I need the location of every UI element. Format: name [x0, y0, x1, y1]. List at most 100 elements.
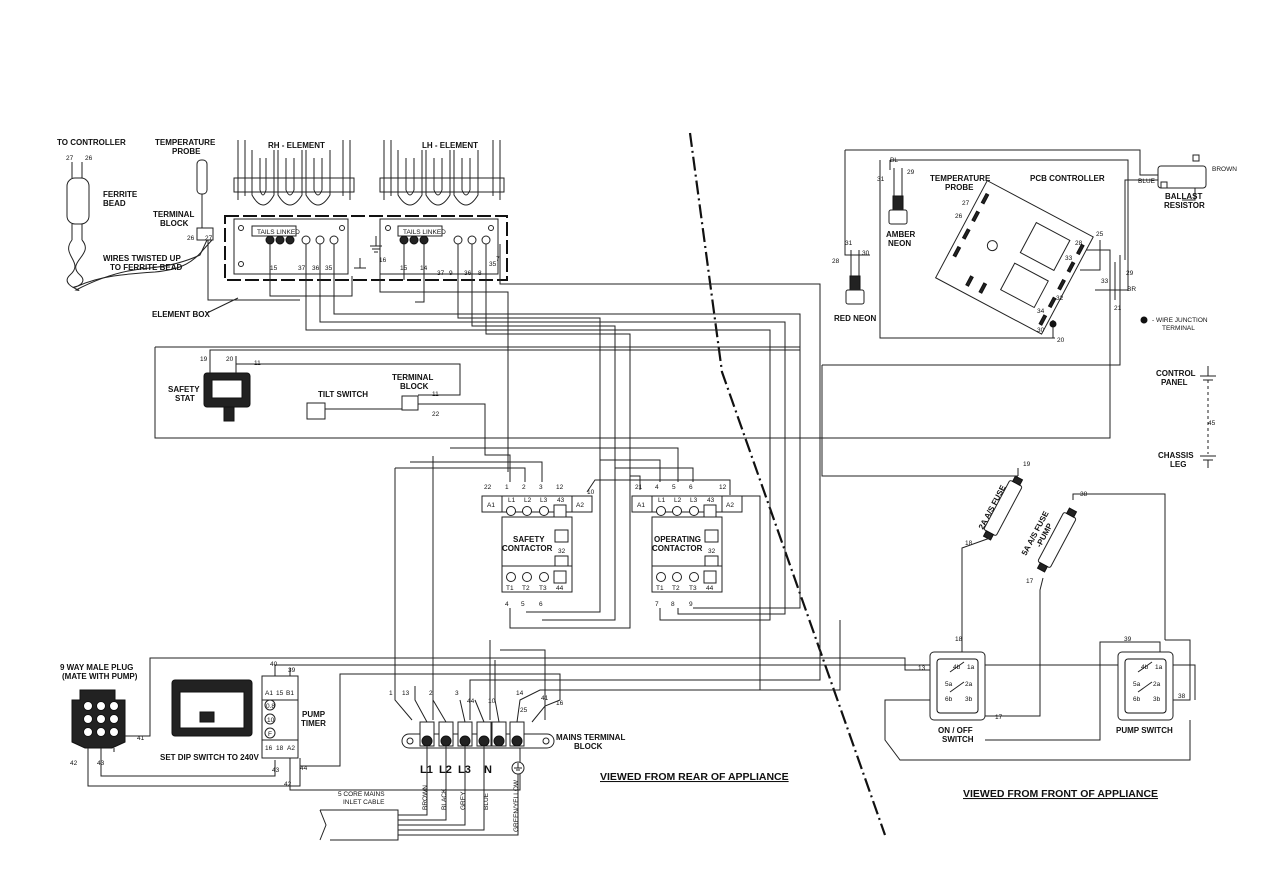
svg-text:30: 30	[1037, 327, 1045, 334]
svg-text:2a: 2a	[965, 681, 973, 688]
svg-text:16: 16	[379, 257, 387, 264]
contactor-wiring	[394, 447, 761, 721]
lh-element-label: LH - ELEMENT	[422, 141, 478, 150]
red-neon-icon	[849, 275, 861, 291]
svg-text:6: 6	[689, 484, 693, 491]
svg-text:T2: T2	[522, 585, 530, 592]
svg-text:27: 27	[962, 200, 970, 207]
svg-text:5a: 5a	[1133, 681, 1141, 688]
svg-text:A2: A2	[287, 745, 295, 752]
svg-text:8: 8	[478, 270, 482, 277]
svg-text:L3: L3	[690, 497, 698, 504]
ferrite-bead-icon	[66, 177, 90, 225]
view-divider-line	[688, 132, 887, 836]
svg-text:3b: 3b	[965, 696, 973, 703]
ballast-resistor-icon	[1157, 165, 1207, 189]
svg-text:21: 21	[1114, 305, 1122, 312]
svg-text:39: 39	[288, 667, 296, 674]
svg-text:BLUE: BLUE	[483, 792, 490, 810]
terminal-block-icon	[196, 227, 214, 241]
mains-wiring	[319, 620, 841, 841]
svg-text:L2: L2	[524, 497, 532, 504]
svg-text:18: 18	[965, 540, 973, 547]
svg-text:10: 10	[488, 698, 496, 705]
svg-text:A1: A1	[637, 502, 645, 509]
svg-text:17: 17	[995, 714, 1003, 721]
svg-text:B1: B1	[286, 690, 294, 697]
svg-text:42: 42	[70, 760, 78, 767]
temperature-probe-icon	[196, 159, 208, 195]
svg-text:12: 12	[556, 484, 564, 491]
svg-text:39: 39	[1124, 636, 1132, 643]
svg-text:6b: 6b	[945, 696, 953, 703]
svg-text:40: 40	[270, 661, 278, 668]
svg-text:4b: 4b	[953, 664, 961, 671]
svg-text:18: 18	[276, 745, 284, 752]
svg-text:29: 29	[907, 169, 915, 176]
element-wiring	[207, 240, 821, 720]
svg-text:34: 34	[1037, 308, 1045, 315]
svg-text:22: 22	[484, 484, 492, 491]
svg-text:T2: T2	[672, 585, 680, 592]
red-neon: 31 30 28 RED NEON	[832, 240, 876, 323]
svg-text:L3: L3	[458, 764, 471, 776]
svg-text:BL: BL	[890, 157, 898, 164]
svg-text:4: 4	[655, 484, 659, 491]
svg-text:1: 1	[389, 690, 393, 697]
svg-text:7: 7	[655, 601, 659, 608]
svg-text:37: 37	[298, 265, 306, 272]
rh-element-label: RH - ELEMENT	[268, 141, 325, 150]
svg-text:10: 10	[267, 717, 275, 724]
svg-text:19: 19	[200, 356, 208, 363]
element-box: RH - ELEMENT LH - ELEMENT TAILS LINKED	[224, 140, 508, 281]
switch-wiring	[884, 639, 1191, 761]
svg-text:16: 16	[556, 700, 564, 707]
svg-text:5: 5	[521, 601, 525, 608]
svg-text:43: 43	[557, 497, 565, 504]
svg-text:20: 20	[1057, 337, 1065, 344]
svg-text:32: 32	[708, 548, 716, 555]
svg-text:9 WAY MALE PLUG(MATE WITH PUMP: 9 WAY MALE PLUG(MATE WITH PUMP)	[60, 663, 138, 681]
svg-text:9: 9	[689, 601, 693, 608]
svg-text:41: 41	[541, 695, 549, 702]
svg-text:8: 8	[671, 601, 675, 608]
svg-text:28: 28	[1075, 240, 1083, 247]
fuse-wiring	[821, 365, 1166, 717]
svg-text:14: 14	[516, 690, 524, 697]
svg-text:26: 26	[955, 213, 963, 220]
pump-switch-icon[interactable]	[1117, 651, 1174, 721]
svg-text:25: 25	[520, 707, 528, 714]
svg-text:35: 35	[489, 261, 497, 268]
svg-text:BROWN: BROWN	[422, 785, 429, 810]
svg-text:26: 26	[187, 235, 195, 242]
svg-text:L3: L3	[540, 497, 548, 504]
on-off-switch-icon[interactable]	[929, 651, 986, 721]
svg-text:BROWN: BROWN	[1212, 166, 1237, 173]
pump-switch[interactable]: 4b 1a 5a 2a 6b 3b PUMP SWITCH 39 38	[1116, 636, 1186, 735]
front-panel-wiring	[822, 149, 1196, 366]
svg-text:15: 15	[276, 690, 284, 697]
lh-terminal-studs	[385, 225, 494, 245]
svg-text:32: 32	[1056, 295, 1064, 302]
svg-text:17: 17	[1026, 578, 1034, 585]
svg-text:33: 33	[1101, 278, 1109, 285]
svg-text:42: 42	[284, 781, 292, 788]
wire-junction-dot	[1049, 320, 1057, 328]
svg-text:38: 38	[1178, 693, 1186, 700]
svg-text:16: 16	[265, 745, 273, 752]
